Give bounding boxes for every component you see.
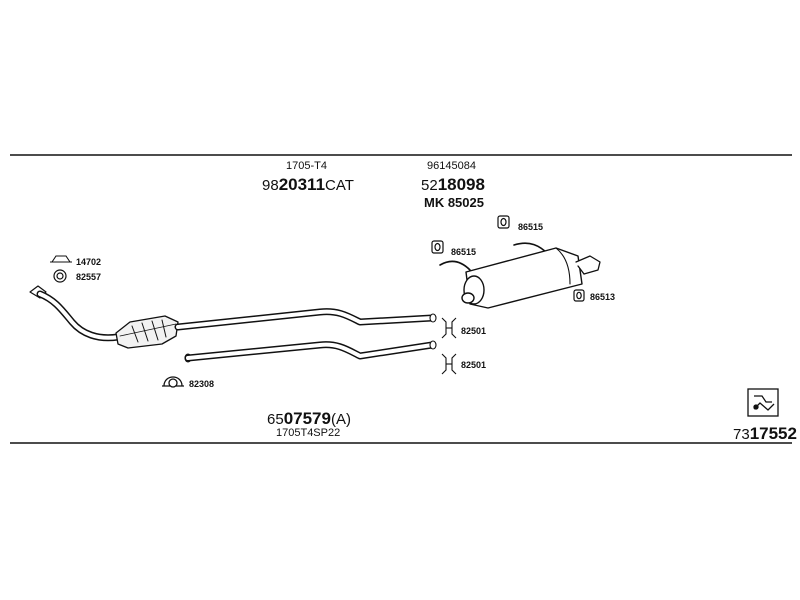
rubber-mount-86513 — [573, 289, 585, 302]
catalytic-front-pipe — [29, 285, 437, 349]
rubber-mount-86515-upper — [497, 215, 510, 229]
silencer-code: 96145084 — [427, 160, 476, 172]
cat-part-suffix: CAT — [325, 177, 354, 194]
clamp-82557 — [53, 269, 67, 283]
label-connector-82501-lower: 82501 — [461, 360, 487, 370]
set-part-prefix: 65 — [267, 411, 284, 428]
cat-part-prefix: 98 — [262, 177, 279, 194]
rubber-mount-86515-left — [431, 240, 444, 254]
connector-82501-upper — [441, 317, 457, 339]
set-code: 1705T4SP22 — [276, 427, 341, 439]
set-part-number: 6507579(A) — [267, 410, 351, 427]
silencer-part-number: 5218098 — [421, 176, 485, 193]
label-clamp-82308: 82308 — [189, 379, 215, 389]
label-clamp-14702: 14702 — [76, 257, 102, 267]
silencer-part-main: 18098 — [437, 175, 485, 194]
cat-code: 1705-T4 — [286, 160, 327, 172]
kit-icon — [747, 388, 779, 417]
set-part-suffix: (A) — [330, 411, 351, 428]
kit-part-main: 17552 — [749, 424, 797, 443]
kit-part-prefix: 73 — [733, 426, 750, 443]
label-rubber-86515-upper: 86515 — [518, 222, 544, 232]
connector-82501-lower — [441, 353, 457, 375]
clamp-14702 — [50, 255, 72, 263]
silencer-part-prefix: 52 — [421, 177, 438, 194]
label-connector-82501-upper: 82501 — [461, 326, 487, 336]
middle-pipe — [184, 340, 437, 363]
label-rubber-86513: 86513 — [590, 292, 616, 302]
label-clamp-82557: 82557 — [76, 272, 102, 282]
cat-part-main: 20311 — [278, 175, 326, 194]
kit-part-number: 7317552 — [733, 425, 797, 442]
label-rubber-86515-left: 86515 — [451, 247, 477, 257]
clamp-82308 — [162, 376, 184, 388]
cat-part-number: 9820311CAT — [262, 176, 354, 193]
set-part-main: 07579 — [283, 409, 331, 428]
silencer-mk-number: MK 85025 — [424, 195, 484, 210]
rear-silencer — [439, 242, 601, 309]
